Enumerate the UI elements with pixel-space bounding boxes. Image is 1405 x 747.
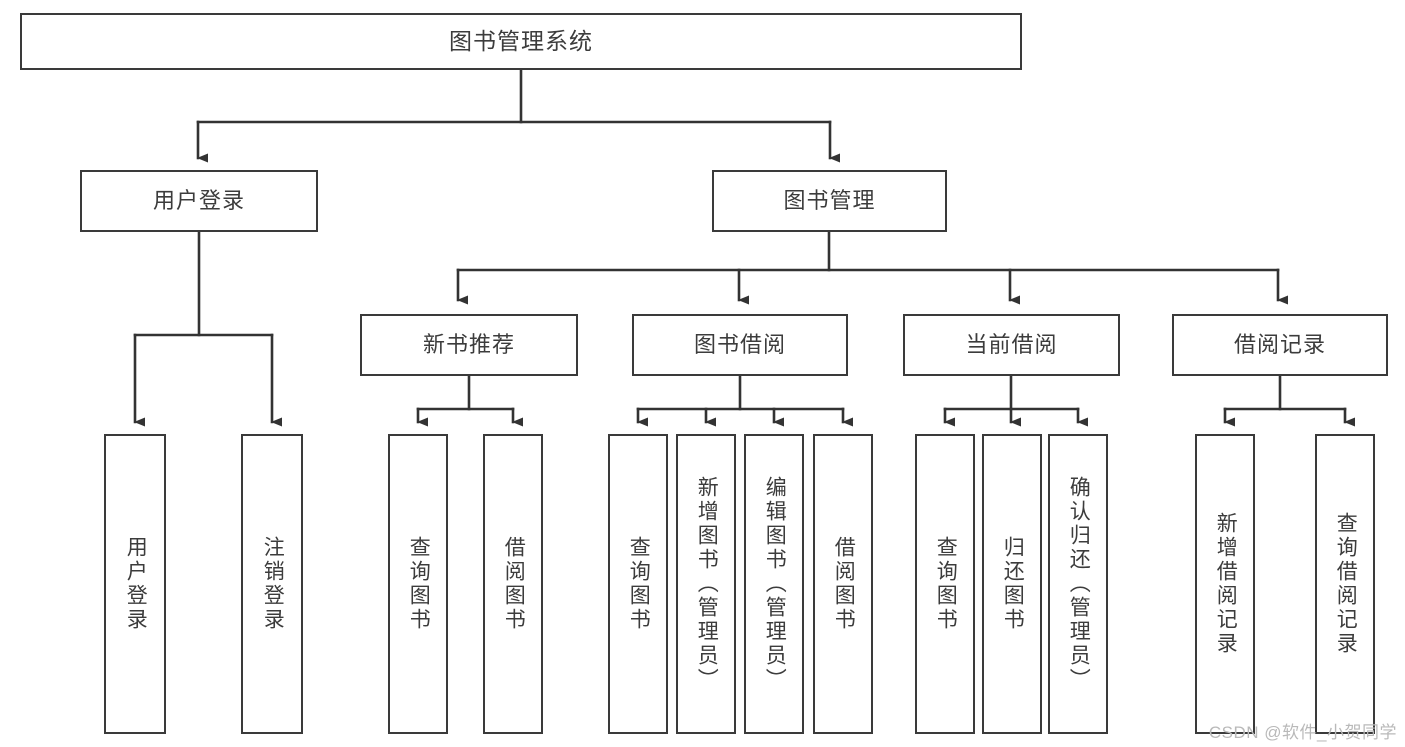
node-label: 用户登录 bbox=[152, 188, 245, 213]
node-label: 查询图书 bbox=[934, 536, 958, 632]
node-root-system[interactable]: 图书管理系统 bbox=[20, 13, 1022, 70]
node-label: 确认归还（管理员） bbox=[1067, 476, 1091, 692]
node-new-book-recommend[interactable]: 新书推荐 bbox=[360, 314, 578, 376]
leaf-user-login-login[interactable]: 用户登录 bbox=[104, 434, 166, 734]
leaf-book-borrow-add[interactable]: 新增图书（管理员） bbox=[676, 434, 736, 734]
leaf-current-borrow-confirm-return[interactable]: 确认归还（管理员） bbox=[1048, 434, 1108, 734]
leaf-user-login-logout[interactable]: 注销登录 bbox=[241, 434, 303, 734]
leaf-current-borrow-return[interactable]: 归还图书 bbox=[982, 434, 1042, 734]
leaf-new-book-borrow[interactable]: 借阅图书 bbox=[483, 434, 543, 734]
node-label: 借阅记录 bbox=[1233, 332, 1326, 357]
node-label: 查询图书 bbox=[627, 536, 651, 632]
node-current-borrow[interactable]: 当前借阅 bbox=[903, 314, 1120, 376]
leaf-book-borrow-lend[interactable]: 借阅图书 bbox=[813, 434, 873, 734]
node-label: 查询借阅记录 bbox=[1334, 512, 1358, 656]
leaf-borrow-record-add[interactable]: 新增借阅记录 bbox=[1195, 434, 1255, 734]
leaf-book-borrow-edit[interactable]: 编辑图书（管理员） bbox=[744, 434, 804, 734]
node-label: 归还图书 bbox=[1001, 536, 1025, 632]
node-label: 当前借阅 bbox=[965, 332, 1058, 357]
node-label: 借阅图书 bbox=[502, 536, 526, 632]
node-label: 图书管理 bbox=[783, 188, 876, 213]
node-label: 新书推荐 bbox=[422, 332, 515, 357]
leaf-borrow-record-query[interactable]: 查询借阅记录 bbox=[1315, 434, 1375, 734]
node-label: 注销登录 bbox=[261, 536, 285, 632]
leaf-book-borrow-query[interactable]: 查询图书 bbox=[608, 434, 668, 734]
node-label: 编辑图书（管理员） bbox=[763, 476, 787, 692]
node-label: 用户登录 bbox=[124, 536, 148, 632]
node-label: 查询图书 bbox=[407, 536, 431, 632]
leaf-current-borrow-query[interactable]: 查询图书 bbox=[915, 434, 975, 734]
node-book-borrow[interactable]: 图书借阅 bbox=[632, 314, 848, 376]
node-book-management[interactable]: 图书管理 bbox=[712, 170, 947, 232]
node-label: 图书管理系统 bbox=[449, 28, 593, 54]
node-user-login[interactable]: 用户登录 bbox=[80, 170, 318, 232]
node-label: 借阅图书 bbox=[832, 536, 856, 632]
leaf-new-book-query[interactable]: 查询图书 bbox=[388, 434, 448, 734]
node-label: 新增借阅记录 bbox=[1214, 512, 1238, 656]
node-label: 新增图书（管理员） bbox=[695, 476, 719, 692]
node-borrow-record[interactable]: 借阅记录 bbox=[1172, 314, 1388, 376]
node-label: 图书借阅 bbox=[693, 332, 786, 357]
csdn-watermark: CSDN @软件_小贺同学 bbox=[1208, 723, 1397, 742]
